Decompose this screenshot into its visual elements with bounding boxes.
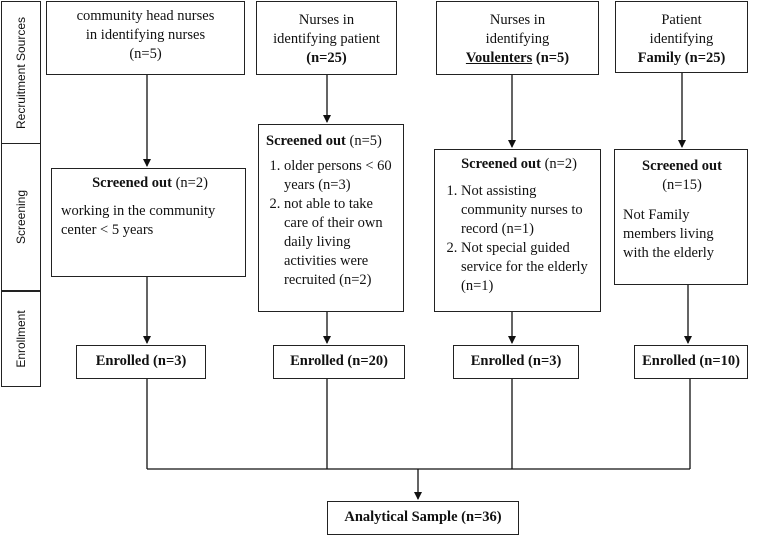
source-box-nurses-patient: Nurses in identifying patient (n=25) bbox=[256, 1, 397, 75]
screening-2-heading: Screened out (n=5) bbox=[266, 132, 398, 151]
source-4-line2: identifying bbox=[649, 31, 714, 47]
source-4-line3: Family (n=25) bbox=[637, 50, 726, 66]
stage-label-enrollment: Enrollment bbox=[1, 291, 41, 387]
source-3-count: (n=5) bbox=[532, 50, 570, 66]
screening-3-reasons: Not assisting community nurses to record… bbox=[443, 182, 595, 296]
enrolled-box-1: Enrolled (n=3) bbox=[76, 345, 206, 379]
source-1-line2: in identifying nurses bbox=[85, 27, 206, 43]
screening-box-1: Screened out (n=2) working in the commun… bbox=[51, 168, 246, 277]
screening-3-title: Screened out bbox=[461, 156, 541, 172]
screening-3-reason-1: Not assisting community nurses to record… bbox=[461, 182, 595, 239]
screening-1-heading: Screened out (n=2) bbox=[61, 174, 239, 193]
stage-label-screening-text: Screening bbox=[14, 189, 28, 245]
source-2-line2: identifying patient bbox=[273, 31, 380, 47]
enrolled-box-2: Enrolled (n=20) bbox=[273, 345, 405, 379]
source-box-patient-family: Patient identifying Family (n=25) bbox=[615, 1, 748, 73]
source-2-line1: Nurses in bbox=[298, 12, 355, 28]
screening-2-title: Screened out bbox=[266, 133, 346, 149]
source-3-volunteers-word: Voulenters bbox=[465, 50, 533, 66]
source-4-line1: Patient bbox=[661, 12, 702, 28]
screening-1-reason: working in the community center < 5 year… bbox=[61, 203, 216, 238]
source-box-head-nurses: community head nurses in identifying nur… bbox=[46, 1, 245, 75]
stage-label-enrollment-text: Enrollment bbox=[14, 310, 28, 368]
screening-2-reason-2: not able to take care of their own daily… bbox=[284, 195, 398, 290]
screening-2-reason-1: older persons < 60 years (n=3) bbox=[284, 157, 398, 195]
source-3-line1: Nurses in bbox=[489, 12, 546, 28]
source-3-line2: identifying bbox=[485, 31, 550, 47]
enrolled-box-4: Enrolled (n=10) bbox=[634, 345, 748, 379]
screening-4-title: Screened out bbox=[642, 158, 722, 174]
stage-label-recruitment: Recruitment Sources bbox=[1, 1, 41, 144]
screening-box-3: Screened out (n=2) Not assisting communi… bbox=[434, 149, 601, 312]
source-3-line3: Voulenters (n=5) bbox=[437, 49, 598, 68]
screening-2-reasons: older persons < 60 years (n=3) not able … bbox=[266, 157, 398, 290]
analytical-sample-box: Analytical Sample (n=36) bbox=[327, 501, 519, 535]
stage-label-screening: Screening bbox=[1, 143, 41, 291]
screening-4-reason: Not Family members living with the elder… bbox=[623, 207, 715, 261]
enrolled-box-3: Enrolled (n=3) bbox=[453, 345, 579, 379]
screening-1-title: Screened out bbox=[92, 175, 172, 191]
screening-2-count: (n=5) bbox=[345, 133, 382, 149]
screening-3-count: (n=2) bbox=[540, 156, 577, 172]
source-1-line1: community head nurses bbox=[76, 8, 215, 24]
screening-3-reason-2: Not special guided service for the elder… bbox=[461, 239, 595, 296]
source-box-nurses-volunteers: Nurses in identifying Voulenters (n=5) bbox=[436, 1, 599, 75]
screening-1-count: (n=2) bbox=[171, 175, 208, 191]
screening-3-heading: Screened out (n=2) bbox=[443, 155, 595, 174]
screening-4-count: (n=15) bbox=[662, 177, 702, 193]
screening-box-4: Screened out (n=15) Not Family members l… bbox=[614, 149, 748, 285]
source-2-line3: (n=25) bbox=[306, 50, 347, 66]
source-1-line3: (n=5) bbox=[129, 46, 162, 62]
screening-box-2: Screened out (n=5) older persons < 60 ye… bbox=[258, 124, 404, 312]
stage-label-recruitment-text: Recruitment Sources bbox=[14, 16, 28, 129]
